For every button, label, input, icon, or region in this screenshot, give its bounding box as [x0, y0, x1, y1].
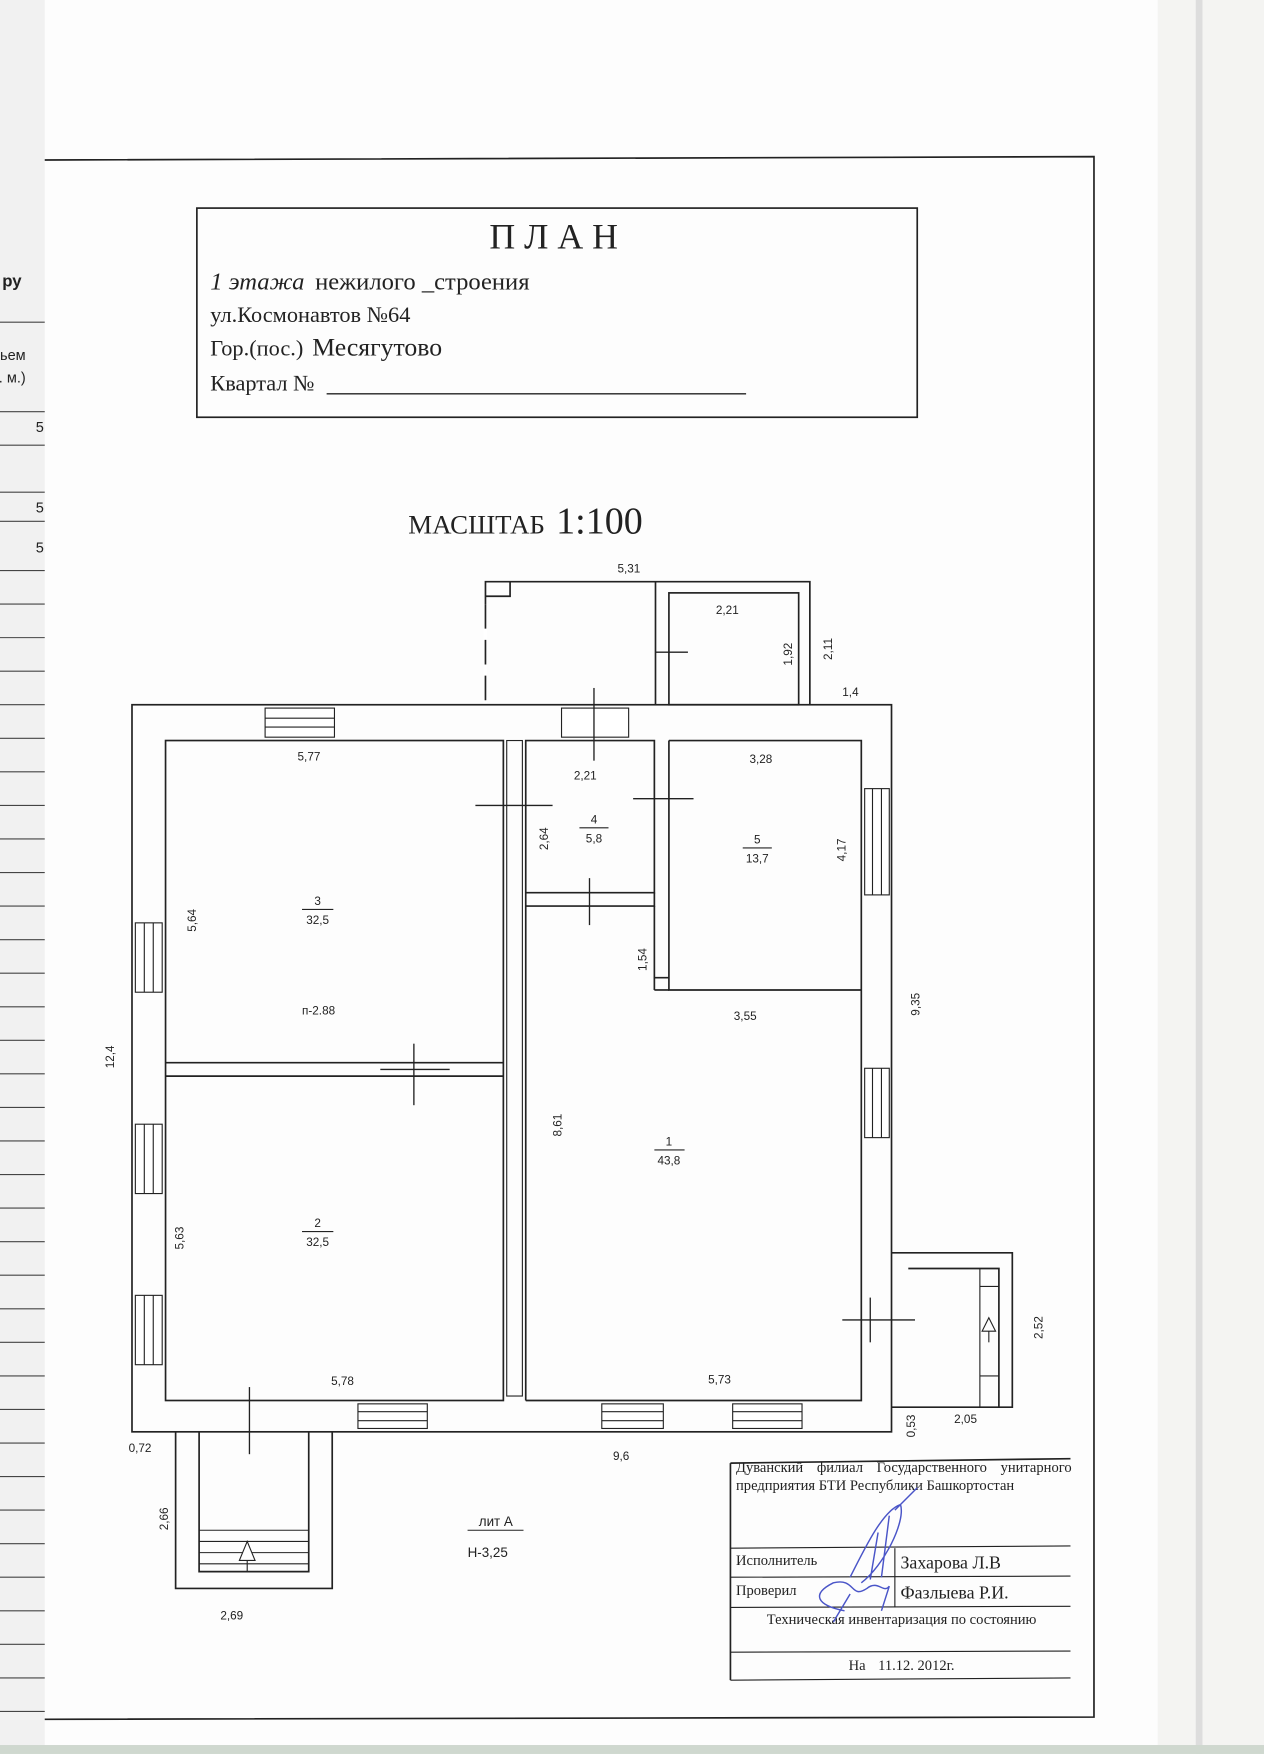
prev-page-text: 5 [36, 541, 44, 557]
dim: 1,54 [637, 948, 650, 971]
ceiling-height: п-2.88 [302, 1005, 336, 1018]
dim: 1,4 [842, 686, 859, 699]
previous-page-strip: ру ьем i. м.) 5 5 5 [0, 0, 45, 1754]
dim: 5,77 [298, 751, 321, 764]
dim: 9,6 [613, 1450, 630, 1463]
room-4: 45,8 [579, 813, 609, 845]
executor-name: Захарова Л.В [900, 1552, 1001, 1572]
checker-name: Фазлыева Р.И. [900, 1582, 1008, 1602]
prev-page-text: ру [2, 271, 22, 290]
date-prefix: На [849, 1658, 866, 1674]
dim: 9,35 [909, 992, 922, 1015]
windows [134, 707, 890, 1430]
dim: 8,61 [552, 1114, 565, 1137]
svg-text:Гор.(пос.) Месягутово: Гор.(пос.) Месягутово [210, 333, 442, 362]
room-labels: 143,8 232,5 332,5 45,8 513,7 [302, 813, 772, 1249]
building-walls [131, 580, 1014, 1590]
drawing-frame [44, 155, 1095, 1721]
prev-page-text: i. м.) [0, 371, 26, 387]
inventory-date: 11.12. 2012г. [878, 1658, 954, 1674]
svg-text:13,7: 13,7 [746, 852, 769, 865]
dim: 0,53 [905, 1414, 918, 1437]
svg-text:43,8: 43,8 [657, 1154, 680, 1167]
dim: 2,11 [822, 638, 835, 660]
building-type: нежилого _строения [315, 269, 529, 296]
page-edge [1157, 0, 1264, 1754]
svg-text:1: 1 [666, 1135, 673, 1148]
dim: 12,4 [104, 1045, 117, 1068]
dim: 1,92 [782, 643, 795, 666]
svg-text:5: 5 [754, 833, 761, 846]
room-2: 232,5 [302, 1217, 334, 1249]
dim: 2,21 [716, 604, 739, 617]
dim: 2,05 [954, 1413, 977, 1426]
dim: 5,78 [331, 1375, 354, 1388]
floor-label: 1 этажа [210, 269, 304, 296]
doors [248, 651, 916, 1455]
building-height: Н-3,25 [468, 1545, 508, 1560]
dim: 5,73 [708, 1374, 731, 1387]
executor-label: Исполнитель [736, 1553, 818, 1569]
plan-heading: П Л А Н [489, 216, 618, 256]
street-address: ул.Космонавтов №64 [210, 302, 410, 327]
prev-page-text: 5 [36, 500, 44, 516]
dim: 2,66 [158, 1507, 171, 1530]
room-5: 513,7 [742, 833, 772, 865]
dim: 3,55 [734, 1010, 757, 1023]
svg-text:1 этажа нежилого _строен: 1 этажа нежилого _строения [210, 269, 529, 296]
svg-text:2: 2 [314, 1217, 321, 1230]
svg-text:4: 4 [591, 813, 598, 826]
dim: 5,64 [186, 908, 199, 931]
svg-text:На 11.12. 2012г.: На 11.12. 2012г. [849, 1658, 955, 1674]
dim: 2,69 [220, 1610, 243, 1623]
dim: 5,31 [617, 563, 640, 576]
scale-label: МАСШТАБ 1:100 [408, 501, 642, 543]
dim: 3,28 [749, 753, 772, 766]
dim: 2,52 [1033, 1316, 1046, 1339]
prev-page-text: ьем [0, 348, 26, 364]
svg-text:32,5: 32,5 [306, 1236, 329, 1249]
room-1: 143,8 [654, 1135, 685, 1167]
title-block: П Л А Н 1 этажа нежилого _строения ул.Ко… [196, 207, 919, 419]
room-3: 332,5 [302, 895, 334, 927]
dim: 0,72 [129, 1442, 152, 1455]
signature-mark [818, 1487, 918, 1623]
svg-text:3: 3 [314, 895, 321, 908]
dim: 5,63 [173, 1226, 186, 1249]
letter-label: лит А [479, 1514, 513, 1529]
svg-text:5,8: 5,8 [586, 832, 603, 845]
quarter-label: Квартал № [210, 370, 314, 395]
scale-value: 1:100 [556, 501, 643, 543]
town-name: Месягутово [312, 333, 442, 362]
dim: 2,64 [538, 827, 551, 850]
checker-label: Проверил [736, 1583, 797, 1599]
town-label: Гор.(пос.) [210, 336, 303, 361]
prev-page-text: 5 [36, 420, 44, 436]
dim: 2,21 [574, 770, 597, 783]
inventory-label: Техническая инвентаризация по состоянию [767, 1612, 1037, 1628]
dimension-labels: 5,31 2,21 1,92 2,11 1,4 5,77 2,21 3,28 2… [104, 563, 1045, 1623]
organization-name: Дуванский филиал Государственного унитар… [736, 1458, 1072, 1494]
stamp-block: Дуванский филиал Государственного унитар… [729, 1457, 1072, 1681]
dim: 4,17 [836, 838, 849, 861]
svg-text:32,5: 32,5 [306, 914, 329, 927]
